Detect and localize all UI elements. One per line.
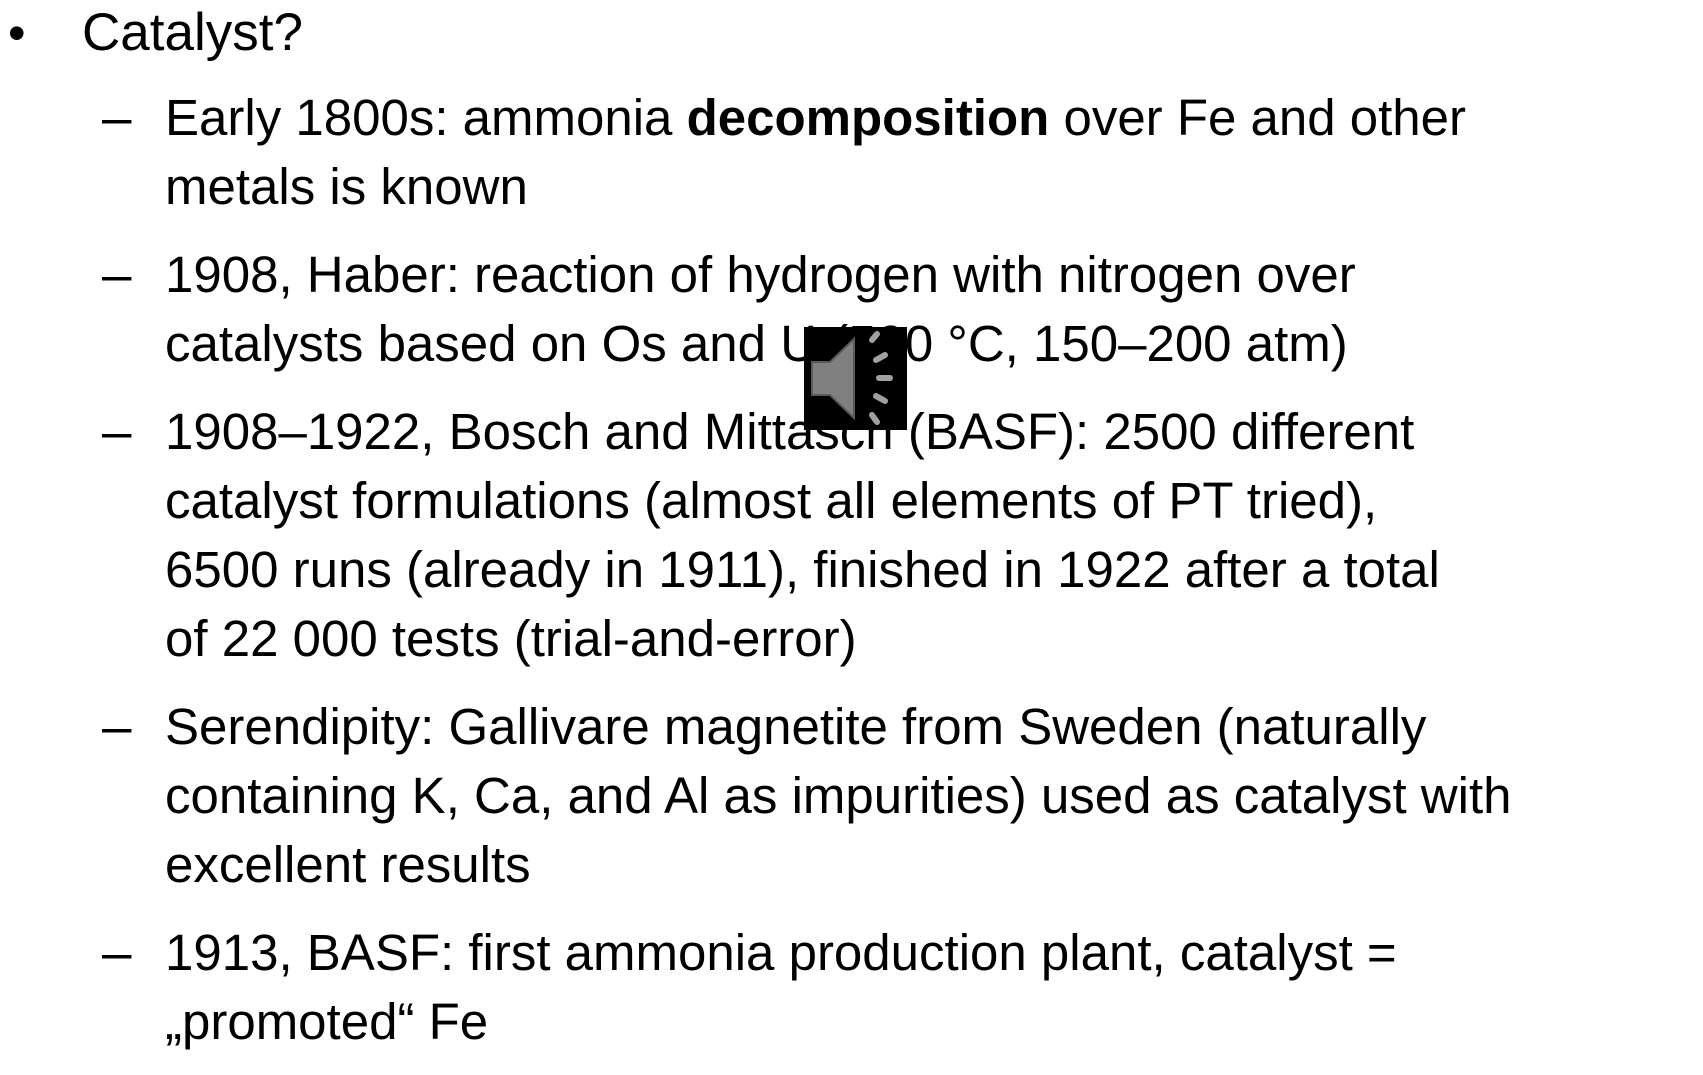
text-segment: 6500 runs (already in 1911), finished in… [165,541,1440,598]
text-segment: Early 1800s: ammonia [165,89,687,146]
audio-button[interactable] [804,327,907,430]
slide: • Catalyst? –Early 1800s: ammonia decomp… [0,0,1703,1050]
text-line: 1913, BASF: first ammonia production pla… [165,918,1695,987]
sub-bullet-item: –Serendipity: Gallivare magnetite from S… [0,692,1703,899]
text-line: 1908–1922, Bosch and Mittasch (BASF): 25… [165,397,1695,466]
text-line: 6500 runs (already in 1911), finished in… [165,535,1695,604]
sub-bullet-item: –Early 1800s: ammonia decomposition over… [0,83,1703,221]
text-segment: metals is known [165,158,528,215]
text-line: catalysts based on Os and U (500 °C, 150… [165,309,1695,378]
text-line: excellent results [165,830,1695,899]
text-line: catalyst formulations (almost all elemen… [165,466,1695,535]
sub-bullet-text: 1908, Haber: reaction of hydrogen with n… [165,240,1695,378]
text-line: „promoted“ Fe [165,987,1695,1056]
bullet-item: • Catalyst? [0,0,1703,66]
text-line: metals is known [165,152,1695,221]
bold-text-segment: decomposition [686,89,1050,146]
sub-bullet-text: 1908–1922, Bosch and Mittasch (BASF): 25… [165,397,1695,673]
text-segment: excellent results [165,836,531,893]
sub-bullet-item: –1908, Haber: reaction of hydrogen with … [0,240,1703,378]
sub-bullet-marker: – [102,697,132,756]
sub-bullet-text: Early 1800s: ammonia decomposition over … [165,83,1695,221]
sub-bullet-item: –1908–1922, Bosch and Mittasch (BASF): 2… [0,397,1703,673]
text-line: Early 1800s: ammonia decomposition over … [165,83,1695,152]
sub-bullet-list: –Early 1800s: ammonia decomposition over… [0,83,1703,1075]
sub-bullet-marker: – [102,88,132,147]
sub-bullet-text: 1913, BASF: first ammonia production pla… [165,918,1695,1056]
text-segment: of 22 000 tests (trial-and-error) [165,610,857,667]
text-segment: catalyst formulations (almost all elemen… [165,472,1378,529]
text-line: Serendipity: Gallivare magnetite from Sw… [165,692,1695,761]
sub-bullet-item: –1913, BASF: first ammonia production pl… [0,918,1703,1056]
sub-bullet-marker: – [102,402,132,461]
bullet-heading: Catalyst? [82,3,303,62]
text-segment: „promoted“ Fe [165,993,489,1050]
text-segment: 1913, BASF: first ammonia production pla… [165,924,1397,981]
text-line: 1908, Haber: reaction of hydrogen with n… [165,240,1695,309]
text-segment: catalysts based on Os and U (500 °C, 150… [165,315,1348,372]
text-segment: 1908–1922, Bosch and Mittasch (BASF): 25… [165,403,1415,460]
text-segment: over Fe and other [1049,89,1467,146]
bullet-marker: • [8,5,26,61]
sub-bullet-marker: – [102,245,132,304]
text-segment: containing K, Ca, and Al as impurities) … [165,767,1512,824]
text-segment: 1908, Haber: reaction of hydrogen with n… [165,246,1356,303]
sub-bullet-marker: – [102,923,132,982]
text-segment: Serendipity: Gallivare magnetite from Sw… [165,698,1427,755]
text-line: containing K, Ca, and Al as impurities) … [165,761,1695,830]
text-line: of 22 000 tests (trial-and-error) [165,604,1695,673]
speaker-icon [811,331,893,425]
sub-bullet-text: Serendipity: Gallivare magnetite from Sw… [165,692,1695,899]
